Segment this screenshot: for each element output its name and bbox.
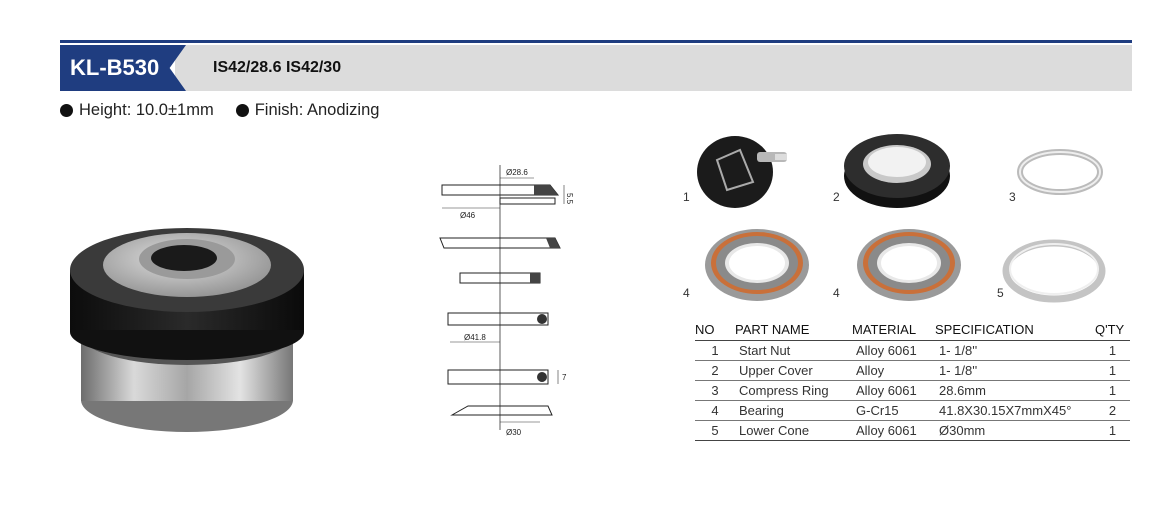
cell-material: Alloy 6061: [852, 420, 935, 441]
cell-part-name: Compress Ring: [735, 380, 852, 401]
dim-height: 5.5: [565, 193, 574, 205]
dim-bottom-dia: Ø30: [506, 428, 522, 437]
header-rule: [60, 40, 1132, 43]
model-tab: KL-B530: [60, 45, 186, 91]
part-number-4a: 4: [683, 286, 690, 300]
col-material: MATERIAL: [852, 321, 935, 341]
col-no: NO: [695, 321, 735, 341]
part-start-nut-image: [697, 136, 787, 208]
spec-finish: Finish: Anodizing: [235, 101, 380, 120]
bullet-icon: [60, 104, 73, 117]
part-lower-cone-image: [1002, 239, 1106, 303]
part-number-2: 2: [833, 190, 840, 204]
table-row: 1 Start Nut Alloy 6061 1- 1/8'' 1: [695, 340, 1130, 361]
cell-material: Alloy: [852, 360, 935, 381]
part-bearing-image-2: [857, 229, 961, 301]
table-row: 4 Bearing G-Cr15 41.8X30.15X7mmX45° 2: [695, 400, 1130, 421]
parts-table: NO PART NAME MATERIAL SPECIFICATION Q'TY…: [695, 321, 1130, 441]
part-upper-cover-image: [844, 134, 950, 208]
cell-specification: 41.8X30.15X7mmX45°: [935, 400, 1095, 421]
cell-qty: 1: [1095, 360, 1130, 381]
cell-specification: 28.6mm: [935, 380, 1095, 401]
dim-bearing-h: 7: [562, 373, 567, 382]
table-header-row: NO PART NAME MATERIAL SPECIFICATION Q'TY: [695, 321, 1130, 341]
table-row: 5 Lower Cone Alloy 6061 Ø30mm 1: [695, 420, 1130, 441]
cell-qty: 1: [1095, 420, 1130, 441]
cell-specification: Ø30mm: [935, 420, 1095, 441]
col-specification: SPECIFICATION: [935, 321, 1095, 341]
table-row: 2 Upper Cover Alloy 1- 1/8'' 1: [695, 360, 1130, 381]
cell-material: Alloy 6061: [852, 340, 935, 361]
cell-material: Alloy 6061: [852, 380, 935, 401]
cell-qty: 2: [1095, 400, 1130, 421]
dim-top-dia: Ø28.6: [506, 168, 528, 177]
part-number-4b: 4: [833, 286, 840, 300]
cell-qty: 1: [1095, 380, 1130, 401]
cell-part-name: Bearing: [735, 400, 852, 421]
spec-height: Height: 10.0±1mm: [60, 101, 214, 120]
part-number-5: 5: [997, 286, 1004, 300]
cell-part-name: Lower Cone: [735, 420, 852, 441]
cell-specification: 1- 1/8'': [935, 340, 1095, 361]
col-part-name: PART NAME: [735, 321, 852, 341]
spec-finish-text: Finish: Anodizing: [254, 101, 380, 119]
header-bar: [175, 45, 1132, 91]
part-compress-ring-image: [1017, 149, 1103, 195]
part-number-3: 3: [1009, 190, 1016, 204]
table-row: 3 Compress Ring Alloy 6061 28.6mm 1: [695, 380, 1130, 401]
cross-section-drawing: Ø28.6 Ø46 5.5 Ø41.8 7 Ø30: [439, 165, 574, 437]
dim-outer-dia: Ø46: [460, 211, 476, 220]
spec-height-text: Height: 10.0±1mm: [79, 101, 214, 119]
cell-no: 5: [695, 420, 735, 441]
col-qty: Q'TY: [1095, 321, 1130, 341]
headset-product-photo: [70, 228, 304, 432]
cell-part-name: Start Nut: [735, 340, 852, 361]
part-bearing-image: [705, 229, 809, 301]
cell-no: 4: [695, 400, 735, 421]
cell-material: G-Cr15: [852, 400, 935, 421]
cell-no: 2: [695, 360, 735, 381]
size-standards: IS42/28.6 IS42/30: [213, 59, 342, 76]
spec-line: Height: 10.0±1mm Finish: Anodizing: [60, 101, 401, 120]
cell-part-name: Upper Cover: [735, 360, 852, 381]
cell-no: 3: [695, 380, 735, 401]
dim-bearing-dia: Ø41.8: [464, 333, 486, 342]
cell-no: 1: [695, 340, 735, 361]
part-number-1: 1: [683, 190, 690, 204]
cell-qty: 1: [1095, 340, 1130, 361]
bullet-icon: [235, 104, 249, 117]
cell-specification: 1- 1/8'': [935, 360, 1095, 381]
